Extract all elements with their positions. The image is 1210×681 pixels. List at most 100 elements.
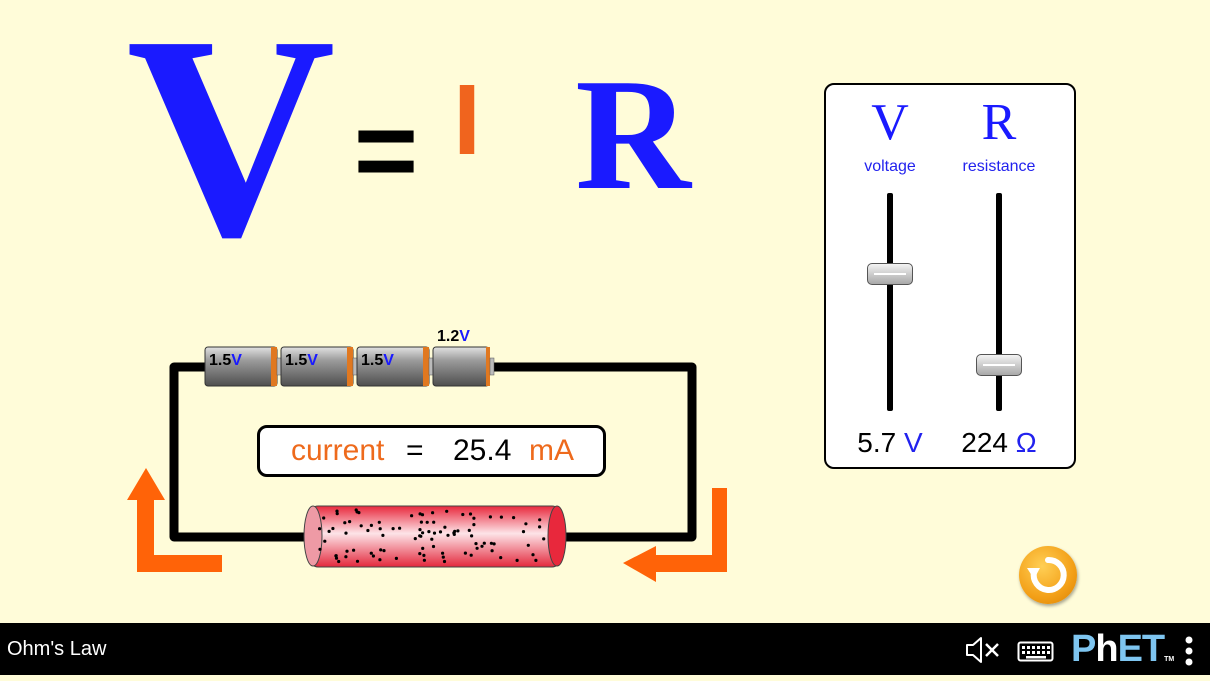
impurity-dot	[371, 554, 375, 558]
impurity-dot	[348, 520, 352, 524]
impurity-dot	[427, 530, 431, 534]
sound-muted-icon[interactable]	[964, 635, 1002, 665]
impurity-dot	[432, 531, 437, 535]
impurity-dot	[335, 509, 339, 513]
impurity-dot	[461, 512, 465, 517]
impurity-dot	[488, 515, 492, 519]
phet-logo-tm: TM	[1164, 656, 1175, 663]
impurity-dot	[378, 558, 382, 562]
impurity-dot	[377, 520, 381, 524]
kebab-menu-icon[interactable]	[1181, 635, 1197, 667]
impurity-dot	[492, 542, 496, 546]
impurity-dot	[469, 553, 473, 557]
phet-logo-et: ET	[1117, 628, 1166, 670]
battery-3-voltage: 1.5	[361, 352, 383, 369]
reset-all-button[interactable]	[1019, 546, 1077, 604]
phet-logo[interactable]: PhETTM	[1071, 628, 1174, 681]
resistance-readout: 224 Ω	[939, 427, 1059, 459]
impurity-dot	[538, 518, 542, 522]
phet-logo-p: P	[1071, 628, 1096, 670]
voltage-symbol: V	[871, 94, 909, 151]
reset-icon	[1027, 556, 1067, 593]
impurity-dot	[343, 521, 347, 525]
impurity-dot	[432, 520, 436, 524]
impurity-dot	[334, 556, 339, 560]
current-value: 25.4	[453, 434, 512, 467]
impurity-dot	[443, 525, 447, 529]
resistance-slider-track[interactable]	[996, 193, 1002, 411]
impurity-dot	[431, 544, 436, 549]
impurity-dot	[418, 528, 422, 532]
impurity-dot	[531, 553, 535, 557]
impurity-dot	[381, 533, 385, 538]
impurity-dot	[418, 534, 422, 538]
left-current-arrow	[127, 468, 222, 572]
current-label: current	[291, 434, 385, 467]
impurity-dot	[542, 537, 546, 541]
impurity-dot	[379, 548, 383, 552]
battery-2: 1.5V	[280, 346, 358, 387]
battery-4-voltage: 1.2	[437, 328, 459, 345]
impurity-dot	[378, 527, 382, 531]
equation-resistance-symbol: R	[575, 45, 691, 223]
impurity-dot	[382, 549, 386, 553]
svg-text:1.5V: 1.5V	[285, 352, 318, 369]
battery-2-voltage: 1.5	[285, 352, 307, 369]
current-readout: current = 25.4 mA	[257, 425, 606, 477]
impurity-dot	[472, 523, 476, 527]
battery-1: 1.5V	[204, 346, 282, 387]
current-equals: =	[406, 434, 424, 467]
impurity-dot	[318, 547, 322, 551]
impurity-dot	[323, 539, 327, 543]
impurity-dot	[394, 556, 398, 561]
impurity-dot	[456, 529, 460, 533]
impurity-dot	[334, 554, 338, 558]
battery-1-unit: V	[231, 352, 242, 369]
impurity-dot	[422, 558, 426, 562]
impurity-dot	[391, 527, 395, 531]
impurity-dot	[420, 513, 425, 517]
impurity-dot	[431, 511, 435, 515]
impurity-dot	[410, 514, 414, 518]
impurity-dot	[445, 509, 449, 513]
voltage-unit: V	[904, 427, 923, 458]
svg-text:1.5V: 1.5V	[209, 352, 242, 369]
keyboard-icon[interactable]	[1017, 637, 1055, 663]
voltage-readout: 5.7 V	[830, 427, 950, 459]
impurity-dot	[335, 511, 339, 516]
impurity-dot	[534, 558, 538, 563]
impurity-dot	[490, 549, 494, 553]
voltage-value: 5.7	[857, 427, 897, 458]
circuit-wire	[169, 362, 697, 542]
battery-1-voltage: 1.5	[209, 352, 231, 369]
impurity-dot	[421, 531, 425, 535]
impurity-dot	[468, 512, 473, 516]
resistance-value: 224	[961, 427, 1008, 458]
impurity-dot	[446, 533, 450, 537]
impurity-dot	[344, 531, 348, 535]
resistance-label: resistance	[962, 158, 1036, 175]
impurity-dot	[413, 537, 417, 541]
battery-4-unit: V	[459, 328, 470, 345]
impurity-dot	[499, 515, 503, 519]
impurity-dot	[521, 530, 526, 534]
control-panel: V voltage 5.7 V R resistance 224 Ω	[824, 83, 1076, 469]
battery-4: 1.2V	[432, 328, 495, 387]
voltage-slider-track[interactable]	[887, 193, 893, 411]
impurity-dot	[475, 546, 479, 550]
voltage-slider-thumb[interactable]	[867, 262, 913, 285]
resistor-impurities	[318, 508, 546, 564]
impurity-dot	[421, 546, 425, 551]
impurity-dot	[331, 526, 335, 531]
impurity-dot	[355, 559, 360, 563]
resistance-slider-thumb[interactable]	[976, 354, 1022, 377]
impurity-dot	[322, 516, 326, 520]
impurity-dot	[369, 551, 373, 555]
voltage-label: voltage	[864, 158, 916, 175]
svg-text:1.5V: 1.5V	[361, 352, 394, 369]
impurity-dot	[474, 542, 478, 546]
impurity-dot	[345, 549, 349, 553]
impurity-dot	[352, 548, 356, 552]
resistor	[303, 505, 567, 568]
equation-voltage-symbol: V	[126, 0, 336, 297]
